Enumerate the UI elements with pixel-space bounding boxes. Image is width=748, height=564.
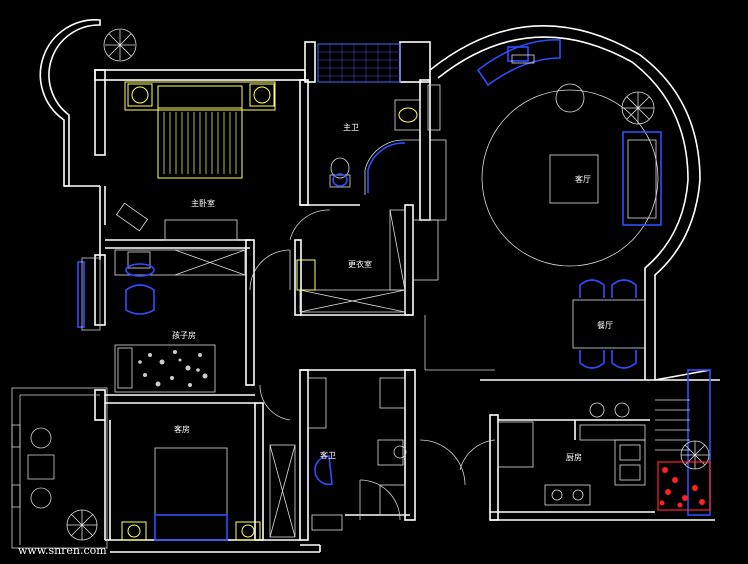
room-label-guest-bath: 客卫 xyxy=(320,450,336,460)
room-label-living-room: 客厅 xyxy=(575,174,591,184)
kitchen: 厨房 xyxy=(497,402,646,506)
dining-chairs xyxy=(579,279,637,369)
room-label-dining-room: 餐厅 xyxy=(597,321,613,330)
plant-icon xyxy=(680,440,710,470)
guest-room: 客房 xyxy=(11,424,296,541)
doors xyxy=(249,209,496,521)
room-label-kitchen: 厨房 xyxy=(566,452,582,462)
room-label-guest-room: 客房 xyxy=(174,424,190,434)
red-flower-bed xyxy=(657,461,711,511)
master-bedroom: 主卧室 xyxy=(115,81,276,241)
room-label-master-bath: 主卫 xyxy=(343,122,359,132)
room-label-kids-room: 孩子房 xyxy=(172,330,196,340)
bed-stripes xyxy=(163,112,237,174)
plant-icon xyxy=(66,509,98,541)
outer-walls xyxy=(11,19,720,553)
bed-pattern xyxy=(138,350,208,387)
watermark-text: www.snren.com xyxy=(18,544,107,557)
room-label-dressing-room: 更衣室 xyxy=(348,259,372,269)
interior-walls xyxy=(104,79,650,541)
kids-room: 孩子房 xyxy=(77,249,246,393)
plant-icon xyxy=(103,28,137,62)
guest-bath: 客卫 xyxy=(307,377,407,531)
balcony-furniture xyxy=(11,424,55,509)
dressing-room: 更衣室 xyxy=(296,209,439,313)
plant-icon xyxy=(621,91,655,125)
room-label-master-bedroom: 主卧室 xyxy=(191,198,215,208)
dining-room: 餐厅 xyxy=(572,279,646,369)
bath-tile-grid xyxy=(318,44,400,82)
living-room: 客厅 xyxy=(476,39,662,267)
master-bath: 主卫 xyxy=(317,43,447,221)
plants xyxy=(66,28,711,541)
